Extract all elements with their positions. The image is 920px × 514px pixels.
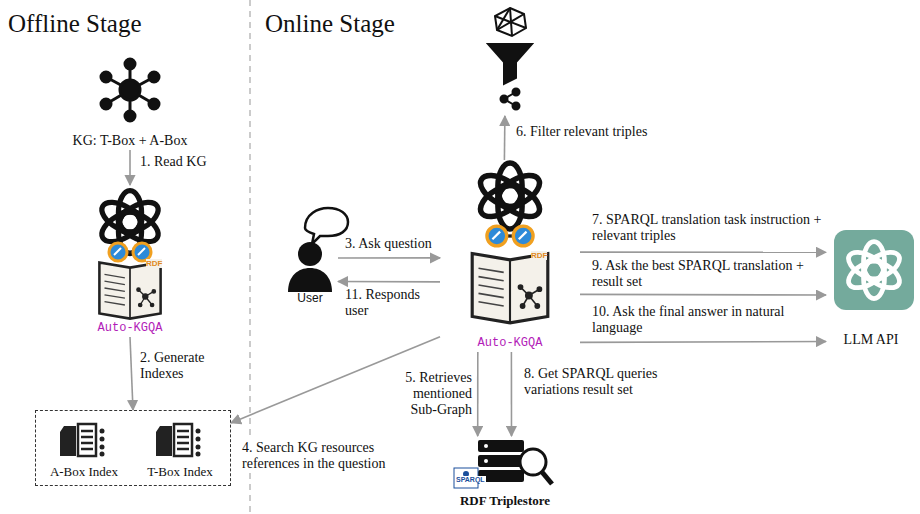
sparql-badge: SPARQL	[455, 476, 486, 483]
triplestore-icon	[454, 440, 552, 488]
edge-label: 5. Retrieves mentioned Sub-Graph	[384, 370, 474, 418]
user-node: User	[282, 205, 338, 307]
node-text: User	[295, 292, 324, 307]
kg-node: KG: T-Box + A-Box	[60, 62, 200, 150]
llm-node: LLM API	[826, 225, 916, 349]
arrow-connector	[504, 116, 506, 160]
node-text: T-Box Index	[145, 465, 215, 481]
edge-label: 4. Search KG resources references in the…	[240, 440, 418, 472]
kg-icon	[101, 59, 159, 121]
llm-api-icon	[834, 230, 914, 310]
edge-label: 2. Generate Indexes	[138, 350, 230, 382]
index-icon	[156, 424, 201, 457]
agent-icon	[472, 163, 548, 323]
user-icon	[288, 208, 348, 292]
store-node: RDF Triplestore	[440, 436, 570, 510]
stage-title: Offline Stage	[8, 10, 142, 38]
node-text: RDF Triplestore	[458, 494, 552, 510]
edge-label: 6. Filter relevant triples	[514, 124, 684, 140]
arrow-connector	[477, 352, 479, 436]
node-text: Auto-KGQA	[96, 322, 165, 337]
arrow-connector	[338, 281, 440, 283]
stage-divider	[249, 0, 251, 514]
index-icon	[60, 424, 105, 457]
edge-label: 8. Get SPARQL queries variations result …	[522, 366, 690, 398]
filter-icon	[488, 8, 532, 110]
node-text: Auto-KGQA	[476, 337, 545, 352]
stage-title: Online Stage	[265, 10, 395, 38]
arrow-connector	[130, 337, 133, 410]
arrow-connector	[580, 294, 826, 296]
arrow-connector	[338, 257, 440, 259]
index-node: T-Box Index	[138, 415, 222, 481]
edge-label: 3. Ask question	[343, 236, 439, 252]
agent-node: Auto-KGQA	[440, 160, 580, 352]
arrow-connector	[580, 251, 826, 253]
book-tag: RDF	[531, 251, 547, 260]
node-text: KG: T-Box + A-Box	[71, 133, 190, 150]
index-node: A-Box Index	[42, 415, 126, 481]
edge-label: 11. Responds user	[343, 287, 439, 319]
node-text: A-Box Index	[48, 465, 120, 481]
edge-label: 9. Ask the best SPARQL translation + res…	[590, 258, 828, 290]
arrow-connector	[580, 341, 826, 343]
edge-label: 10. Ask the final answer in natural lang…	[590, 304, 828, 336]
arrow-connector	[129, 150, 131, 185]
arrow-connector	[511, 352, 513, 436]
index-group: A-Box Index T-Box Index	[35, 410, 231, 486]
book-tag: RDF	[146, 259, 162, 268]
agent-node: Auto-KGQA	[70, 185, 190, 337]
edge-label: 1. Read KG	[138, 154, 238, 170]
filter-node	[478, 4, 542, 116]
node-text: LLM API	[842, 332, 901, 349]
agent-icon	[97, 191, 163, 319]
edge-label: 7. SPARQL translation task instruction +…	[590, 212, 828, 244]
